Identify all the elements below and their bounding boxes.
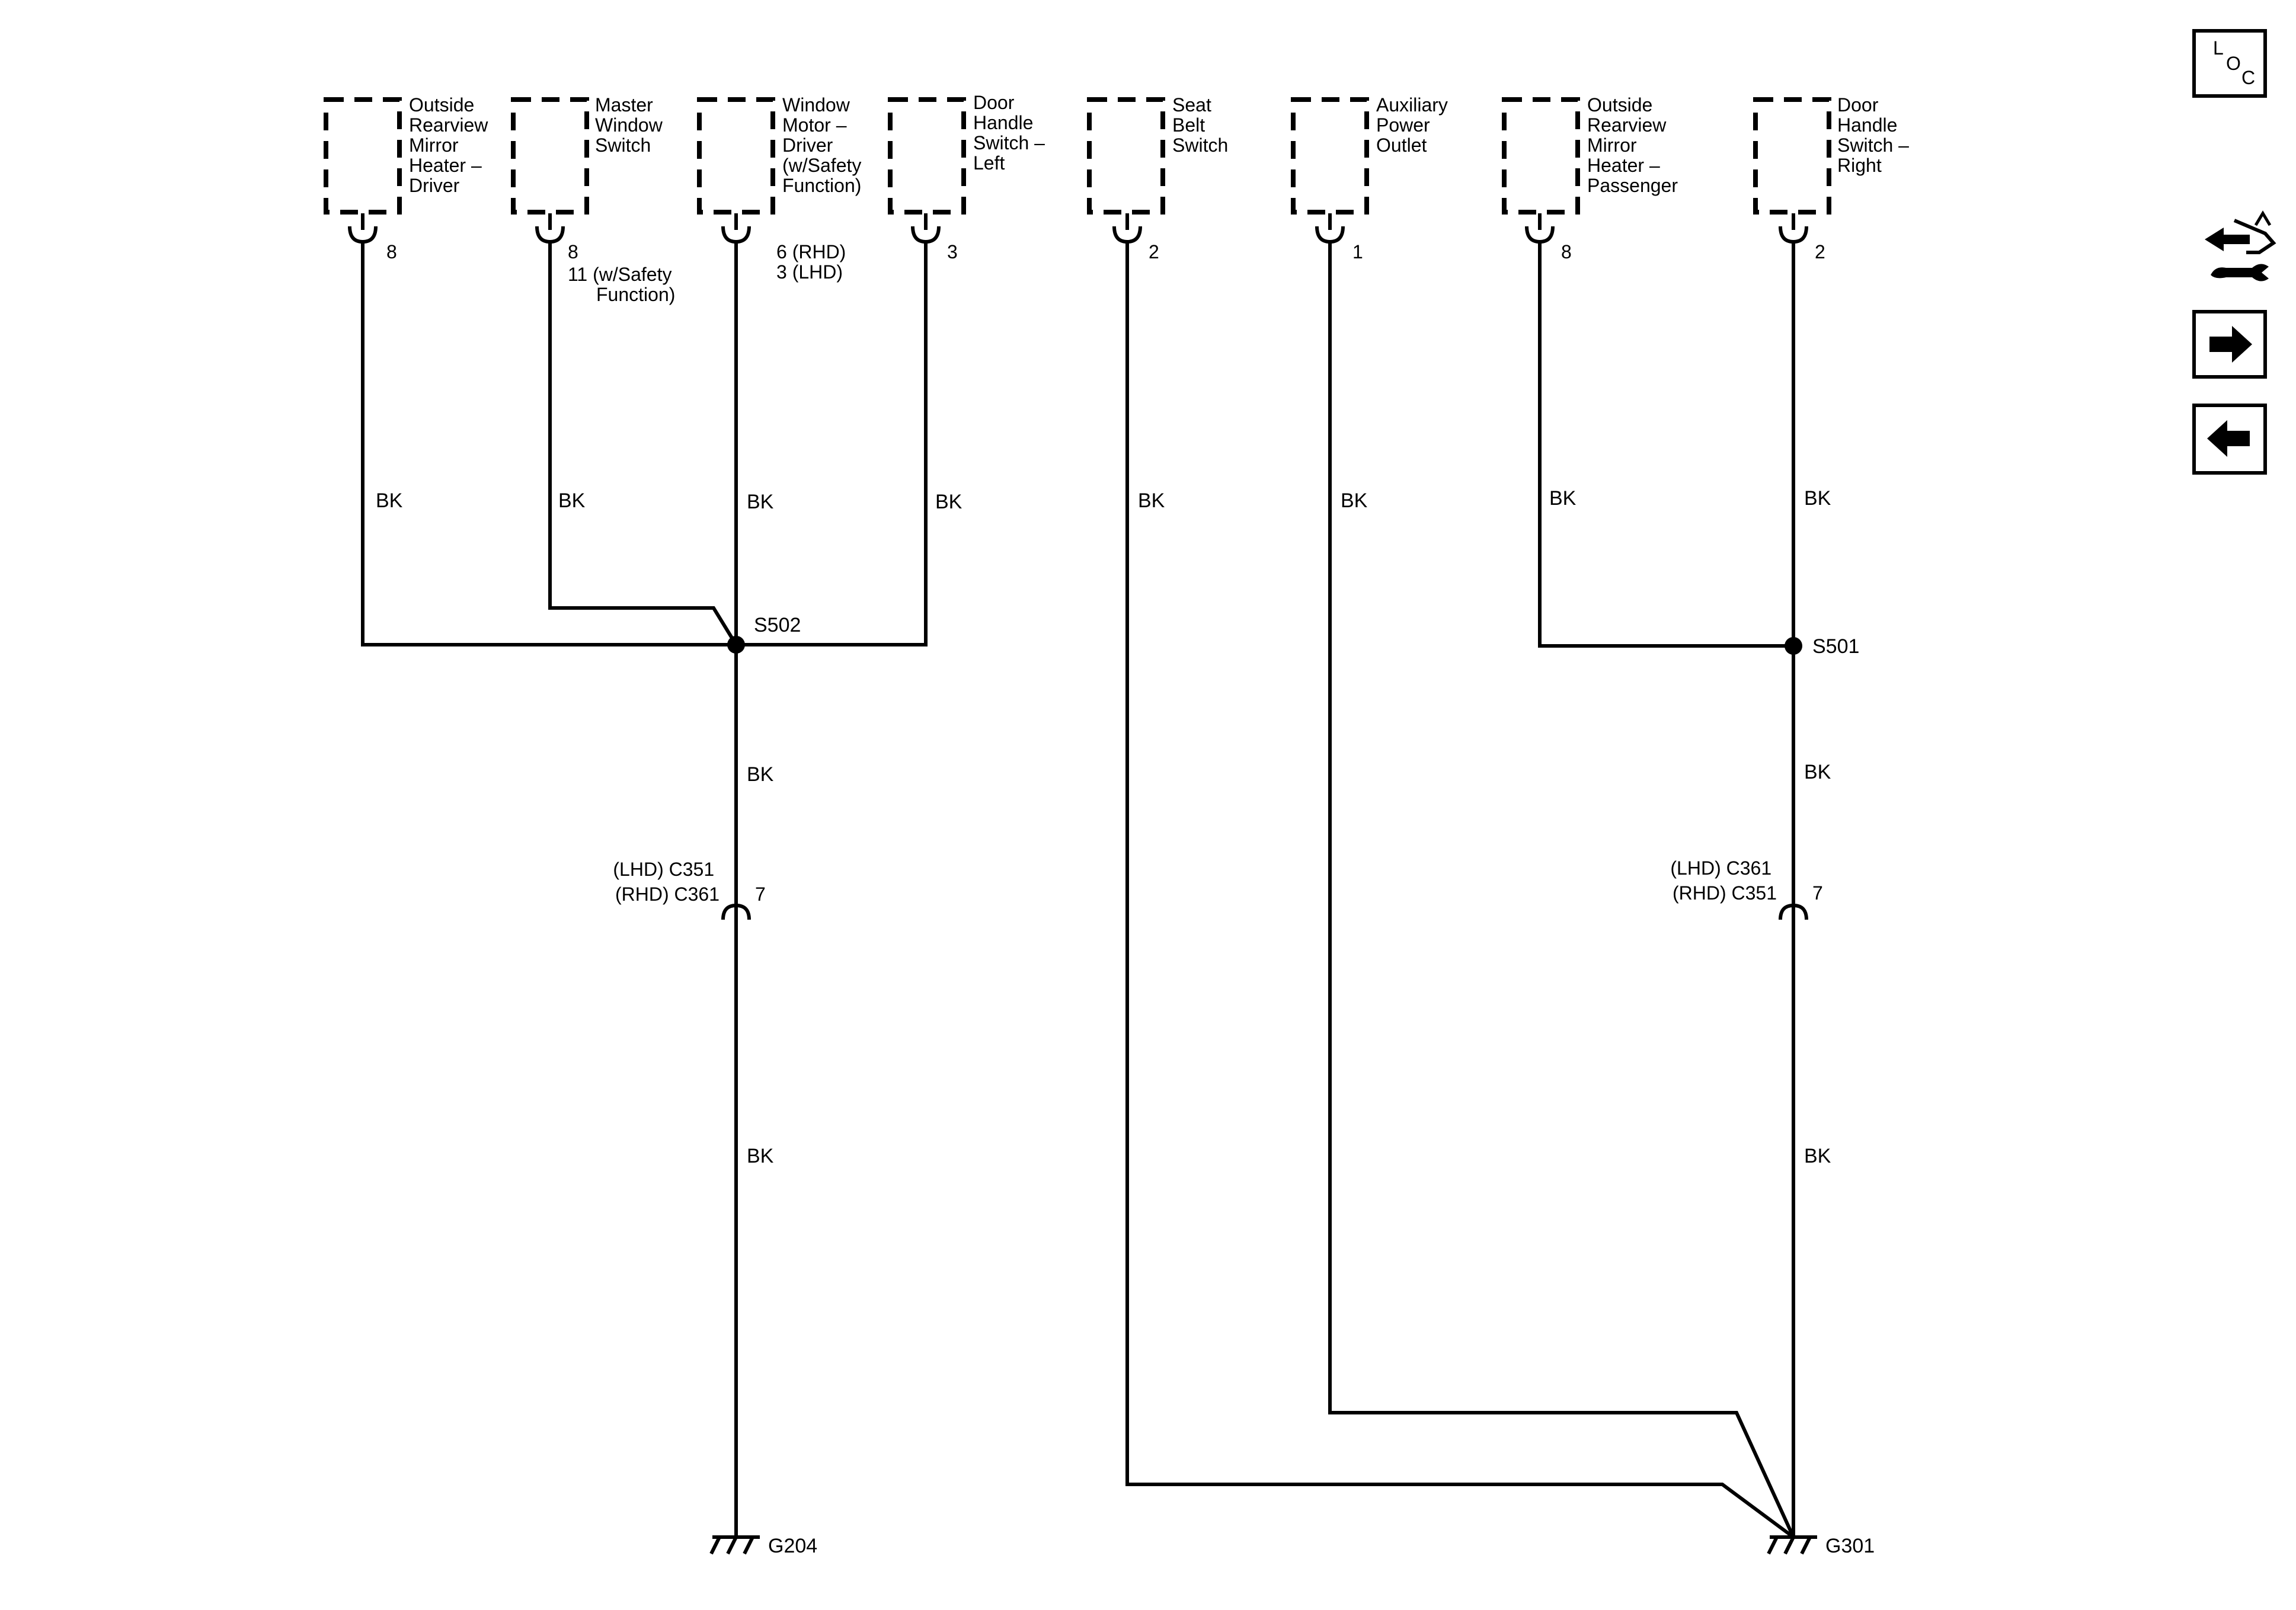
pin-number-c8: 2 — [1815, 241, 1825, 263]
pin-symbol-c7 — [1525, 213, 1555, 244]
component-label-auxiliary-power-outlet: Auxiliary Power Outlet — [1376, 94, 1453, 156]
loc-icon-o: O — [2226, 53, 2241, 74]
component-boxes — [324, 97, 1831, 215]
loc-icon-c: C — [2241, 67, 2255, 88]
component-label-outside-mirror-heater-driver: Outside Rearview Mirror Heater – Driver — [409, 94, 493, 196]
component-box-auxiliary-power-outlet[interactable] — [1291, 97, 1369, 215]
wire-color-c3: BK — [747, 491, 774, 513]
connector-label-right: (LHD) C361 (RHD) C351 — [1670, 857, 1777, 904]
pin-number-c2: 8 11 (w/Safety Function) — [568, 241, 677, 305]
grounds: G204 G301 — [709, 1535, 1875, 1557]
splice-dot-right[interactable] — [1785, 637, 1802, 655]
pin-number-c5: 2 — [1149, 241, 1159, 263]
splices: S502 S501 — [727, 614, 1859, 658]
wire-color-left-trunk-upper: BK — [747, 763, 774, 786]
wire-c5[interactable] — [1125, 242, 1795, 1539]
wire-c6[interactable] — [1328, 242, 1795, 1538]
component-box-master-window-switch[interactable] — [511, 97, 589, 215]
component-label-master-window-switch: Master Window Switch — [595, 94, 668, 156]
pin-symbols — [348, 213, 1808, 244]
nav-icons: L O C — [2192, 29, 2276, 475]
wire-color-right-trunk-upper: BK — [1804, 761, 1831, 783]
component-box-outside-mirror-heater-driver[interactable] — [324, 97, 402, 215]
pin-symbol-c3 — [721, 213, 751, 244]
forward-arrow-icon[interactable] — [2192, 310, 2267, 379]
splice-label-left: S502 — [754, 614, 801, 636]
pin-symbol-c5 — [1112, 213, 1142, 244]
wire-c4[interactable] — [736, 242, 928, 646]
component-label-seat-belt-switch: Seat Belt Switch — [1172, 94, 1228, 156]
component-box-seat-belt-switch[interactable] — [1087, 97, 1165, 215]
splice-label-right: S501 — [1812, 635, 1859, 658]
splice-dot-left[interactable] — [727, 636, 745, 654]
component-label-outside-mirror-heater-passenger: Outside Rearview Mirror Heater – Passeng… — [1587, 94, 1678, 196]
wire-color-c4: BK — [935, 491, 962, 513]
component-connector-icon[interactable] — [2205, 210, 2276, 281]
ground-label-left: G204 — [768, 1535, 817, 1557]
component-label-door-handle-switch-left: Door Handle Switch – Left — [973, 92, 1050, 174]
pin-symbol-c2 — [535, 213, 565, 244]
component-box-window-motor-driver[interactable] — [697, 97, 775, 215]
wire-color-c1: BK — [376, 489, 403, 512]
wire-color-c5: BK — [1138, 489, 1165, 512]
inline-connector-left[interactable] — [721, 903, 751, 924]
back-arrow-icon[interactable] — [2192, 404, 2267, 475]
component-box-door-handle-switch-right[interactable] — [1753, 97, 1831, 215]
pin-numbers: 8 8 11 (w/Safety Function) 6 (RHD) 3 (LH… — [386, 241, 1825, 305]
inline-connectors: (LHD) C351 (RHD) C361 7 (LHD) C361 (RHD)… — [613, 857, 1823, 924]
wire-c2[interactable] — [548, 242, 738, 646]
pin-number-c3: 6 (RHD) 3 (LHD) — [776, 241, 851, 283]
wire-c1[interactable] — [361, 242, 736, 646]
wire-color-right-trunk-lower: BK — [1804, 1145, 1831, 1167]
wire-color-c8: BK — [1804, 487, 1831, 510]
component-box-outside-mirror-heater-passenger[interactable] — [1502, 97, 1580, 215]
pin-number-c6: 1 — [1352, 241, 1363, 263]
ground-symbol-left[interactable] — [709, 1535, 760, 1555]
component-label-door-handle-switch-right: Door Handle Switch – Right — [1837, 94, 1914, 176]
wires — [361, 242, 1795, 1539]
wire-color-c7: BK — [1549, 487, 1576, 510]
connector-pin-left: 7 — [755, 884, 766, 905]
pin-symbol-c8 — [1779, 213, 1808, 244]
wire-color-left-trunk-lower: BK — [747, 1145, 774, 1167]
wire-color-c2: BK — [558, 489, 586, 512]
ground-label-right: G301 — [1825, 1535, 1875, 1557]
inline-connector-right[interactable] — [1779, 903, 1808, 924]
pin-symbol-c6 — [1315, 213, 1345, 244]
ground-symbol-right[interactable] — [1767, 1535, 1817, 1555]
component-box-door-handle-switch-left[interactable] — [888, 97, 966, 215]
pin-symbol-c4 — [911, 213, 941, 244]
pin-number-c7: 8 — [1561, 241, 1572, 263]
loc-icon[interactable]: L O C — [2192, 29, 2267, 98]
pin-symbol-c1 — [348, 213, 378, 244]
component-labels: Outside Rearview Mirror Heater – Driver … — [409, 92, 1914, 196]
wire-c7[interactable] — [1538, 242, 1793, 648]
component-label-window-motor-driver: Window Motor – Driver (w/Safety Function… — [782, 94, 866, 196]
pin-number-c4: 3 — [947, 241, 958, 263]
wire-color-c6: BK — [1341, 489, 1368, 512]
connector-label-left: (LHD) C351 (RHD) C361 — [613, 859, 720, 905]
pin-number-c1: 8 — [386, 241, 397, 263]
wire-color-labels: BK BK BK BK BK BK BK BK BK BK BK BK — [376, 487, 1831, 1167]
connector-pin-right: 7 — [1812, 882, 1823, 904]
loc-icon-l: L — [2213, 37, 2224, 59]
